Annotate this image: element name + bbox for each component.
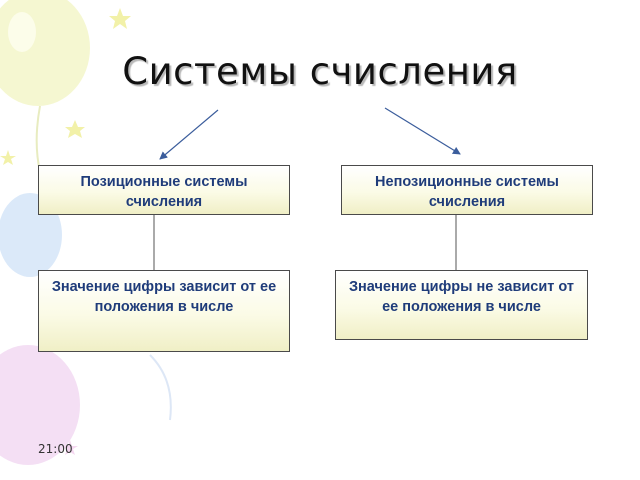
pink-balloon-icon [0, 345, 80, 465]
yellow-balloon-highlight [8, 12, 36, 52]
nonpositional-systems-box: Непозиционные системы счисления [341, 165, 593, 215]
yellow-star-icon [62, 440, 78, 455]
positional-systems-box: Позиционные системы счисления [38, 165, 290, 215]
nonpositional-description-box: Значение цифры не зависит от ее положени… [335, 270, 588, 340]
slide-time: 21:00 [38, 442, 73, 456]
yellow-star-icon [0, 150, 16, 165]
page-title: Системы счисления [122, 50, 518, 93]
yellow-star-icon [109, 8, 131, 29]
yellow-star-icon [65, 120, 85, 138]
balloon-string [149, 354, 172, 421]
positional-description-box: Значение цифры зависит от ее положения в… [38, 270, 290, 352]
